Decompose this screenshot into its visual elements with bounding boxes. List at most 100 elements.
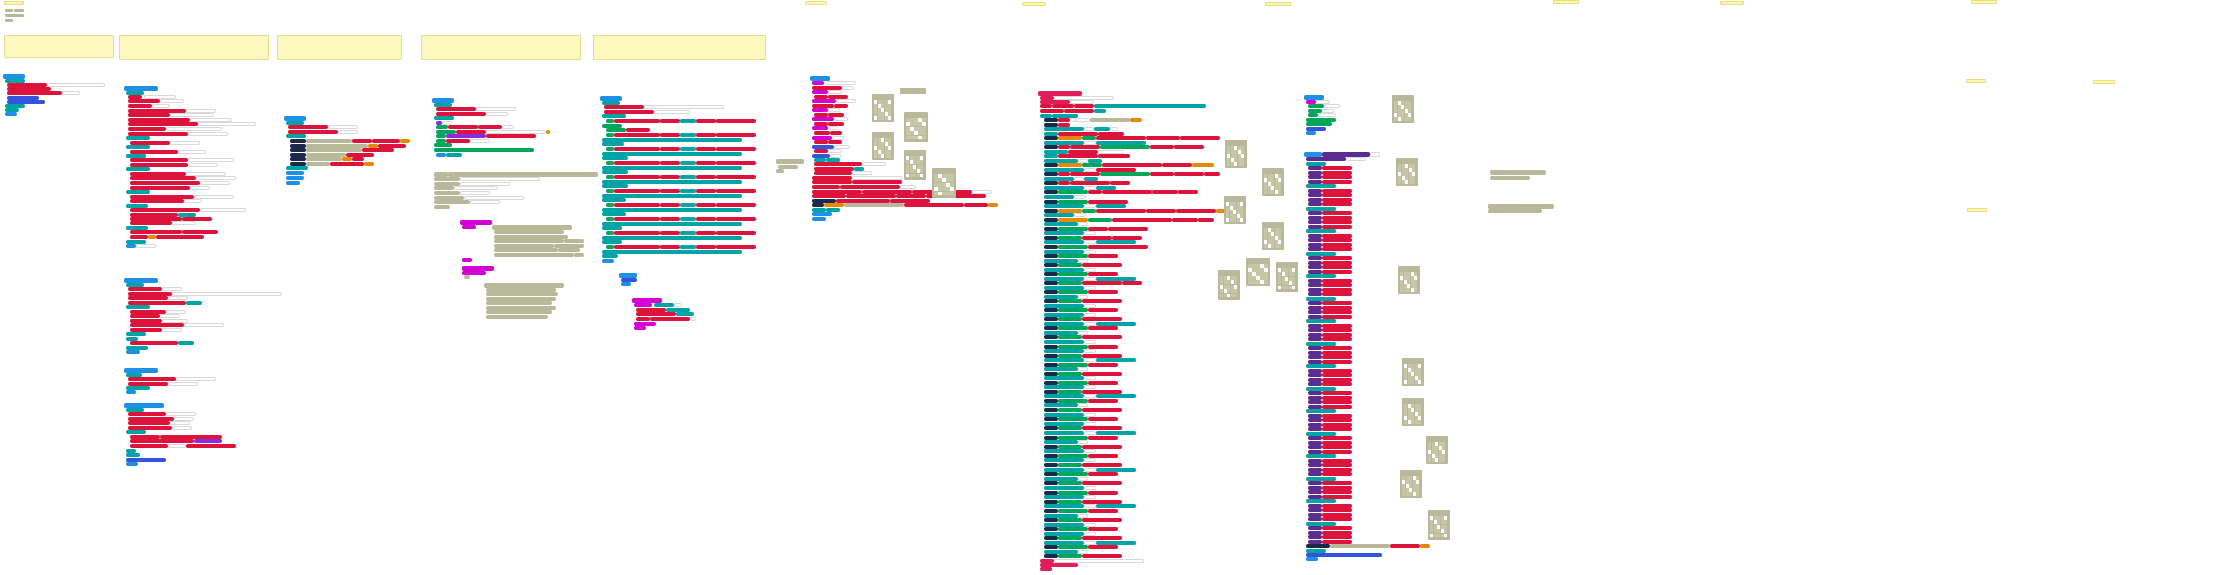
led-on[interactable] (1401, 176, 1405, 180)
led-off[interactable] (1409, 484, 1413, 488)
code-block[interactable] (128, 296, 168, 300)
code-block[interactable] (1308, 531, 1322, 535)
led-off[interactable] (1256, 268, 1260, 272)
code-block[interactable] (130, 314, 160, 318)
led-off[interactable] (916, 173, 920, 178)
dark-block[interactable] (1044, 463, 1058, 467)
string-field[interactable] (1098, 150, 1124, 154)
code-block[interactable] (1074, 104, 1094, 108)
code-block[interactable] (436, 125, 448, 129)
string-field[interactable] (162, 287, 182, 291)
sticky-note[interactable] (1966, 79, 1986, 83)
led-off[interactable] (1409, 492, 1413, 496)
led-on[interactable] (874, 116, 878, 120)
string-field[interactable] (826, 81, 856, 85)
led-off[interactable] (1288, 276, 1292, 281)
led-off[interactable] (1405, 488, 1409, 492)
led-off[interactable] (1410, 284, 1414, 288)
code-block[interactable] (812, 194, 846, 198)
led-on[interactable] (1404, 416, 1408, 420)
code-block[interactable] (660, 203, 680, 207)
led-off[interactable] (1274, 178, 1278, 182)
string-field[interactable] (1084, 204, 1096, 208)
dark-block[interactable] (1044, 536, 1058, 540)
led-off[interactable] (1278, 276, 1282, 281)
code-block[interactable] (830, 131, 842, 135)
code-block[interactable] (1322, 391, 1352, 395)
led-off[interactable] (1431, 450, 1435, 454)
dark-block[interactable] (1044, 299, 1058, 303)
dark-block[interactable] (1044, 209, 1058, 213)
led-off[interactable] (916, 160, 920, 165)
string-field[interactable] (152, 104, 170, 108)
code-block[interactable] (680, 175, 696, 179)
code-block[interactable] (614, 161, 660, 165)
dark-block[interactable] (1044, 354, 1058, 358)
led-off[interactable] (1234, 293, 1238, 298)
code-block[interactable] (1146, 136, 1180, 140)
code-block[interactable] (346, 153, 374, 157)
string-field[interactable] (1084, 322, 1096, 326)
led-off[interactable] (1237, 154, 1241, 158)
code-block[interactable] (1150, 145, 1174, 149)
code-block[interactable] (182, 230, 218, 234)
led-off[interactable] (1404, 404, 1408, 408)
code-block[interactable] (1088, 290, 1118, 294)
led-off[interactable] (1402, 476, 1406, 480)
led-on[interactable] (1281, 272, 1285, 277)
dark-block[interactable] (1044, 254, 1058, 258)
string-field[interactable] (1084, 523, 1096, 527)
led-off[interactable] (1438, 450, 1442, 454)
code-block[interactable] (1058, 209, 1082, 213)
code-block[interactable] (1040, 559, 1054, 563)
code-block[interactable] (660, 217, 680, 221)
led-off[interactable] (1411, 420, 1415, 424)
code-block[interactable] (1322, 369, 1352, 373)
code-block[interactable] (812, 208, 826, 212)
led-off[interactable] (877, 116, 881, 120)
code-block[interactable] (602, 198, 626, 202)
code-block[interactable] (1044, 331, 1078, 335)
code-block[interactable] (1322, 468, 1352, 472)
string-field[interactable] (186, 172, 226, 176)
led-on[interactable] (1401, 105, 1405, 109)
code-block[interactable] (1044, 403, 1078, 407)
led-off[interactable] (910, 118, 914, 122)
led-on[interactable] (1223, 289, 1227, 294)
code-block[interactable] (904, 203, 964, 207)
led-off[interactable] (884, 108, 888, 112)
led-off[interactable] (1233, 202, 1237, 206)
code-block[interactable] (1044, 277, 1084, 281)
code-block[interactable] (812, 212, 832, 216)
led-off[interactable] (1234, 280, 1238, 285)
code-block[interactable] (632, 298, 662, 303)
led-on[interactable] (1435, 442, 1439, 446)
code-block[interactable] (602, 236, 742, 240)
code-block[interactable] (126, 390, 136, 394)
led-on[interactable] (1412, 172, 1416, 176)
code-block[interactable] (1322, 220, 1352, 224)
string-field[interactable] (1084, 449, 1096, 453)
led-off[interactable] (1412, 488, 1416, 492)
string-field[interactable] (1084, 376, 1096, 380)
led-off[interactable] (1418, 420, 1422, 424)
led-off[interactable] (881, 150, 885, 154)
string-field[interactable] (476, 107, 516, 111)
code-block[interactable] (486, 288, 556, 292)
led-on[interactable] (942, 178, 946, 183)
led-off[interactable] (1271, 240, 1275, 244)
code-block[interactable] (1082, 408, 1122, 412)
led-on[interactable] (946, 182, 950, 187)
led-off[interactable] (1264, 232, 1268, 236)
led-off[interactable] (1408, 105, 1412, 109)
led-off[interactable] (884, 100, 888, 104)
code-block[interactable] (1058, 326, 1088, 330)
code-block[interactable] (1308, 436, 1322, 440)
code-block[interactable] (400, 139, 410, 143)
led-off[interactable] (1240, 210, 1244, 214)
code-block[interactable] (602, 180, 742, 184)
code-block[interactable] (126, 190, 150, 194)
code-block[interactable] (696, 161, 716, 165)
code-block[interactable] (1088, 345, 1118, 349)
led-off[interactable] (910, 131, 914, 136)
